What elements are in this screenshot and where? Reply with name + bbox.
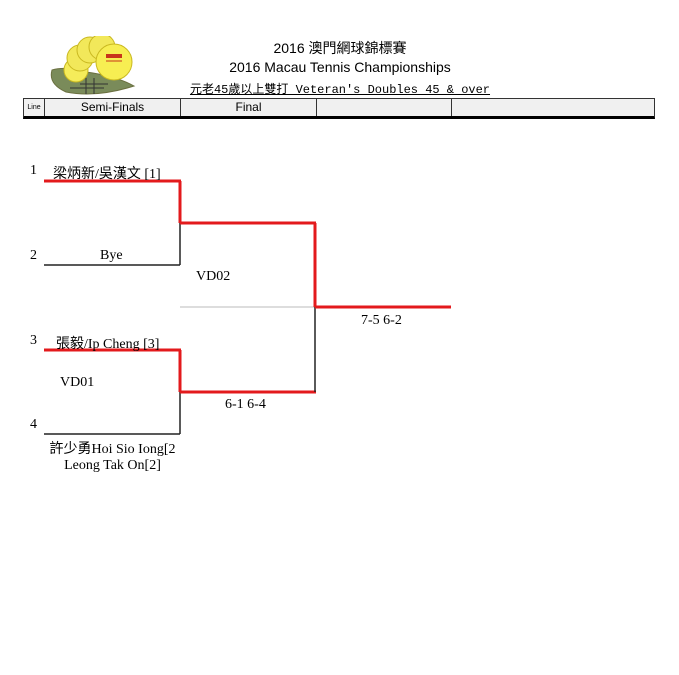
column-blank-1	[317, 99, 452, 116]
column-final: Final	[181, 99, 317, 116]
line-number-3: 3	[30, 333, 37, 348]
line-number-1: 1	[30, 163, 37, 178]
column-semi-finals: Semi-Finals	[45, 99, 181, 116]
player-line-1: 梁炳新/吳漢文 [1]	[53, 167, 161, 182]
line-number-4: 4	[30, 417, 37, 432]
tennis-balls-logo-icon	[50, 33, 136, 95]
round-header-row: Line Semi-Finals Final	[23, 98, 655, 119]
player-line-3: 張毅/Ip Cheng [3]	[56, 337, 160, 352]
tournament-logo	[46, 33, 150, 98]
event-subtitle: 元老45歲以上雙打 Veteran's Doubles 45 & over	[189, 83, 491, 97]
title-english: 2016 Macau Tennis Championships	[229, 59, 451, 75]
title-chinese: 2016 澳門網球錦標賽	[273, 40, 407, 56]
player-line-4-first: 許少勇Hoi Sio Iong[2	[49, 442, 176, 457]
match-code-vd02: VD02	[196, 269, 231, 284]
player-line-4-second: Leong Tak On[2]	[64, 458, 161, 473]
semifinal-score: 6-1 6-4	[225, 397, 266, 412]
line-number-2: 2	[30, 248, 37, 263]
player-line-2: Bye	[100, 248, 123, 263]
match-code-vd01: VD01	[60, 375, 95, 390]
final-score: 7-5 6-2	[361, 313, 402, 328]
column-line: Line	[24, 99, 45, 116]
